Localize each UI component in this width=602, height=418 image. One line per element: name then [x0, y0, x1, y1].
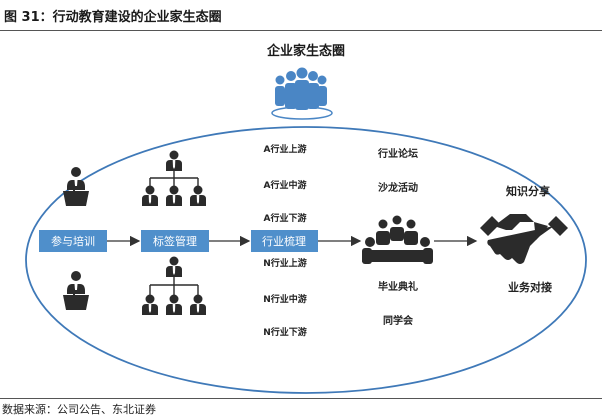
event-label: 同学会 [383, 314, 413, 327]
ecosystem-title: 企业家生态圈 [266, 43, 345, 59]
industry-chain-item: A行业下游 [264, 212, 307, 224]
label-management-label: 标签管理 [153, 234, 197, 248]
speaker-podium-icon [63, 271, 89, 310]
handshake-icon [480, 214, 568, 264]
industry-chain-item: N行业上游 [263, 257, 307, 269]
industry-chain-item: N行业下游 [263, 326, 307, 338]
industry-sort-label: 行业梳理 [262, 234, 306, 248]
label-management-box [141, 230, 209, 252]
industry-chain-item: A行业上游 [264, 143, 307, 155]
event-label: 行业论坛 [377, 147, 418, 160]
industry-chain-item: N行业中游 [263, 293, 307, 305]
industry-chain-item: A行业中游 [264, 179, 307, 191]
ecosystem-ellipse [25, 126, 587, 394]
industry-sort-box [251, 230, 318, 252]
outcome-label: 知识分享 [505, 184, 550, 198]
event-label: 沙龙活动 [378, 181, 418, 194]
event-label: 毕业典礼 [378, 280, 418, 293]
meeting-table-icon [362, 215, 433, 264]
participate-training-label: 参与培训 [51, 234, 95, 248]
speaker-podium-icon [63, 167, 89, 206]
org-hierarchy-icon [142, 150, 206, 206]
org-hierarchy-icon [142, 256, 206, 315]
top-rule [0, 30, 602, 31]
participate-training-box [39, 230, 107, 252]
bottom-rule [0, 398, 602, 399]
entrepreneur-group-icon [271, 67, 333, 120]
figure-title: 图 31：行动教育建设的企业家生态圈 [4, 10, 222, 25]
outcome-label: 业务对接 [508, 280, 552, 294]
source-note: 数据来源：公司公告、东北证券 [2, 403, 156, 416]
